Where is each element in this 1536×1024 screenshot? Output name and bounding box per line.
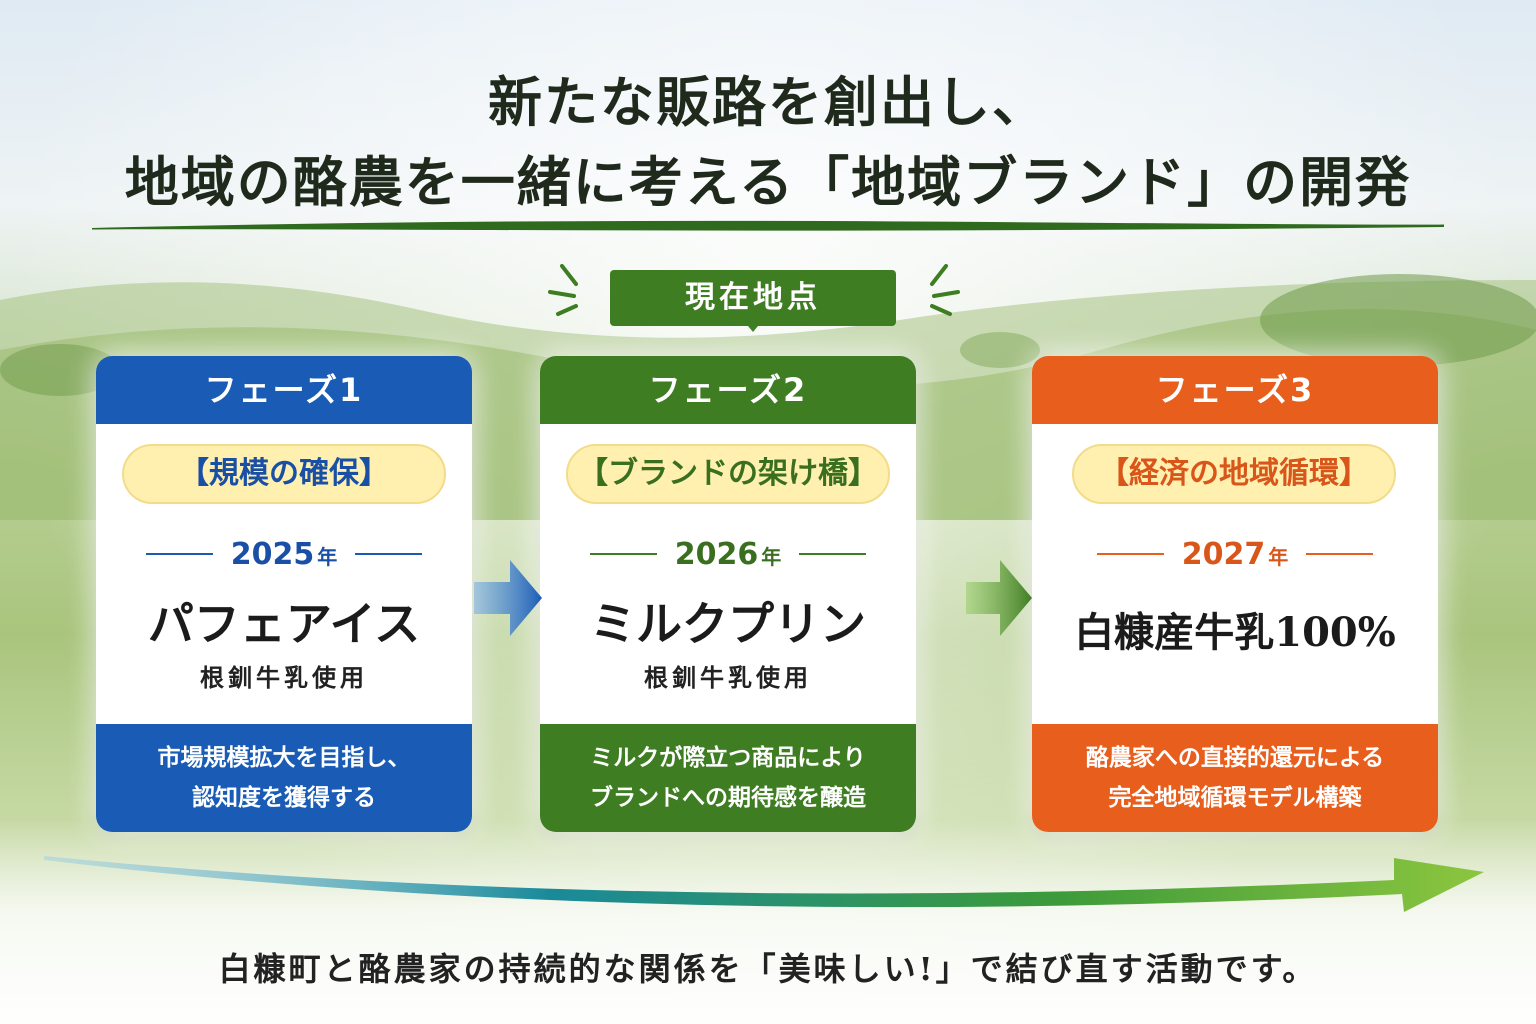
brush-underline bbox=[92, 220, 1444, 231]
description-line-2: ブランドへの期待感を醸造 bbox=[590, 785, 866, 811]
spark-right-icon bbox=[930, 264, 960, 316]
current-position-pointer bbox=[743, 320, 763, 332]
footer-tagline: 白糠町と酪農家の持続的な関係を「美味しい!」で結び直す活動です。 bbox=[218, 950, 1318, 988]
year-unit: 年 bbox=[1268, 544, 1289, 569]
phase-product: ミルクプリン bbox=[590, 597, 866, 651]
ground-fade bbox=[0, 820, 1536, 1024]
phase-product: 白糠産牛乳100% bbox=[1074, 609, 1396, 656]
arrow-right-icon bbox=[966, 560, 1032, 636]
arrow-right-icon bbox=[474, 560, 542, 636]
year-number: 2025 bbox=[230, 536, 315, 572]
headline-line-2: 地域の酪農を一緒に考える「地域ブランド」の開発 bbox=[124, 150, 1412, 214]
phase-theme-pill: 【ブランドの架け橋】 bbox=[566, 444, 890, 504]
phase-description: ミルクが際立つ商品により ブランドへの期待感を醸造 bbox=[540, 724, 916, 832]
year-divider-left bbox=[590, 553, 657, 555]
phase-description: 市場規模拡大を目指し、 認知度を獲得する bbox=[96, 724, 472, 832]
year-divider-left bbox=[1097, 553, 1164, 555]
headline-line-1: 新たな販路を創出し、 bbox=[488, 70, 1048, 134]
current-position-label: 現在地点 bbox=[685, 280, 821, 315]
phase-description: 酪農家への直接的還元による 完全地域循環モデル構築 bbox=[1032, 724, 1438, 832]
phase-subtitle: 根釧牛乳使用 bbox=[200, 664, 368, 692]
year-divider-right bbox=[355, 553, 422, 555]
year-number: 2026 bbox=[674, 536, 759, 572]
phase-header: フェーズ1 bbox=[96, 356, 472, 424]
description-line-2: 完全地域循環モデル構築 bbox=[1108, 785, 1362, 811]
description-line-1: 酪農家への直接的還元による bbox=[1085, 745, 1385, 771]
spark-left-icon bbox=[548, 264, 578, 316]
phase-product: パフェアイス bbox=[147, 597, 421, 651]
year-divider-left bbox=[146, 553, 213, 555]
phase-subtitle: 根釧牛乳使用 bbox=[644, 664, 812, 692]
year-divider-right bbox=[799, 553, 866, 555]
phase-header: フェーズ2 bbox=[540, 356, 916, 424]
description-line-1: ミルクが際立つ商品により bbox=[590, 745, 866, 771]
year-number: 2027 bbox=[1181, 536, 1266, 572]
year-unit: 年 bbox=[317, 544, 338, 569]
phase-theme-pill: 【規模の確保】 bbox=[122, 444, 446, 504]
description-line-2: 認知度を獲得する bbox=[192, 785, 376, 811]
phase-theme-pill: 【経済の地域循環】 bbox=[1072, 444, 1396, 504]
description-line-1: 市場規模拡大を目指し、 bbox=[157, 745, 411, 771]
current-position-bg bbox=[610, 270, 896, 326]
year-divider-right bbox=[1306, 553, 1373, 555]
current-position-tag: 現在地点 bbox=[610, 270, 896, 332]
phase-header: フェーズ3 bbox=[1032, 356, 1438, 424]
progress-sweep-arrow-icon bbox=[44, 856, 1484, 912]
year-unit: 年 bbox=[761, 544, 782, 569]
